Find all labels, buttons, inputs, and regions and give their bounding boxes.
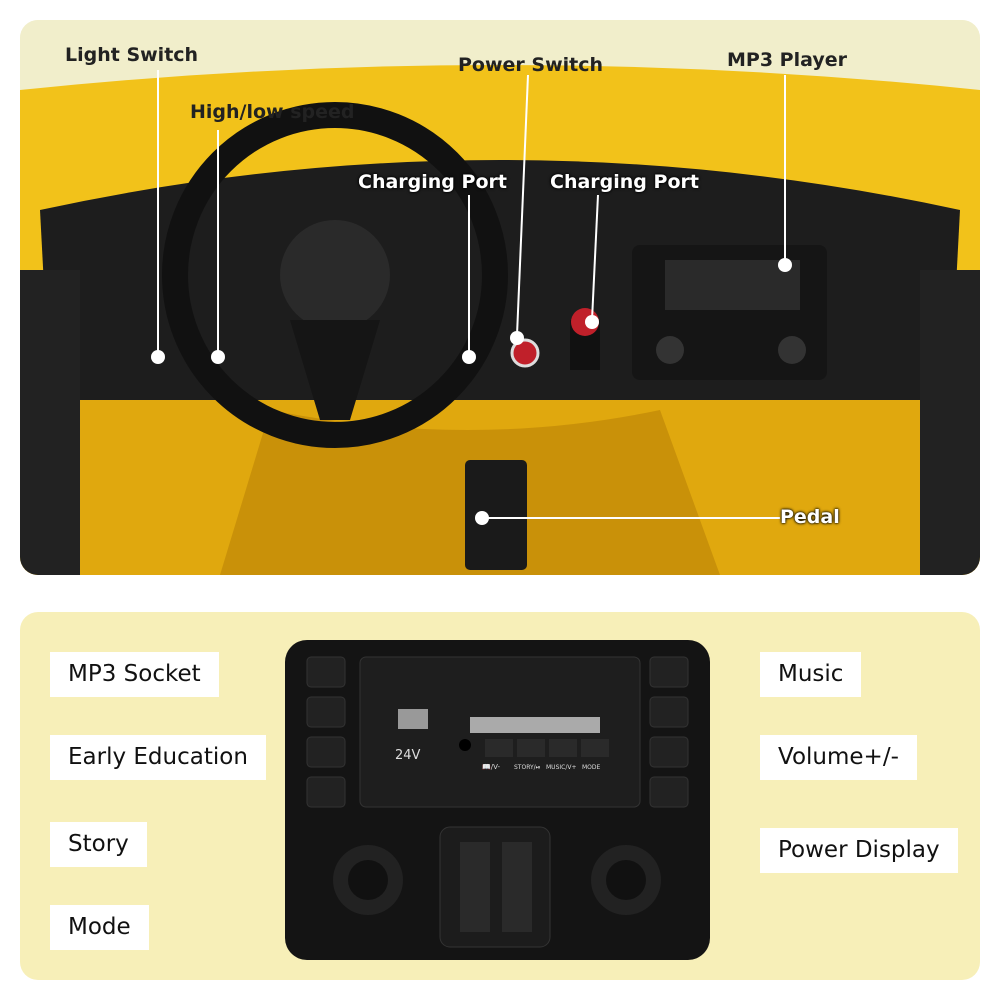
button-marking-music: MUSIC/V+: [546, 764, 577, 771]
mp3-panel-closeup: 24V 📖/V- STORY/⏯ MUSIC/V+ MODE MP3 Socke…: [20, 612, 980, 980]
button-marking-mode: MODE: [582, 764, 601, 771]
mp3-panel-illustration: 24V 📖/V- STORY/⏯ MUSIC/V+ MODE: [285, 640, 710, 960]
dashboard-photo-panel: Light Switch High/low speed Power Switch…: [20, 20, 980, 575]
callout-light-switch: Light Switch: [65, 44, 199, 66]
callout-high-low-speed: High/low speed: [190, 101, 355, 123]
button-marking-book: 📖/V-: [482, 763, 500, 771]
label-mp3-socket: MP3 Socket: [50, 652, 219, 697]
voltage-marking: 24V: [395, 748, 421, 763]
callout-mp3-player: MP3 Player: [727, 49, 847, 71]
callout-charging-port-left: Charging Port: [358, 171, 507, 193]
label-volume: Volume+/-: [760, 735, 917, 780]
label-early-education: Early Education: [50, 735, 266, 780]
car-interior-illustration: [20, 20, 980, 575]
label-power-display: Power Display: [760, 828, 958, 873]
button-marking-story: STORY/⏯: [514, 764, 541, 771]
label-mode: Mode: [50, 905, 149, 950]
callout-pedal: Pedal: [780, 506, 840, 528]
label-music: Music: [760, 652, 862, 697]
label-story: Story: [50, 822, 147, 867]
callout-power-switch: Power Switch: [458, 54, 604, 76]
callout-charging-port-right: Charging Port: [550, 171, 699, 193]
